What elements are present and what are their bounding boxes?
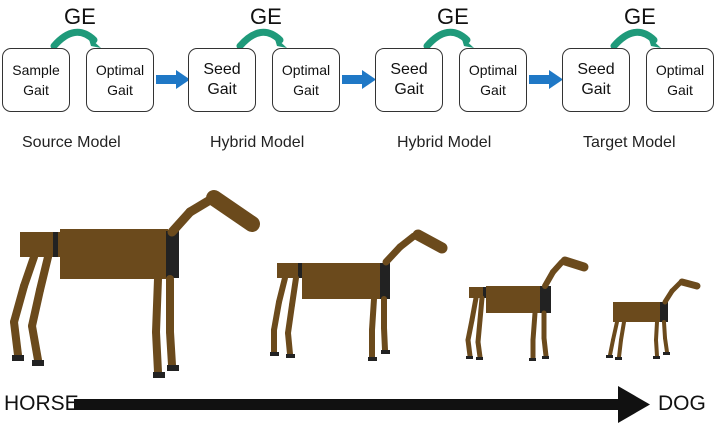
target-model-label: Target Model bbox=[583, 134, 676, 151]
flow-arrow-3 bbox=[529, 70, 563, 89]
sample-gait-box: Sample Gait bbox=[2, 48, 70, 112]
optimal-gait-box-4: Optimal Gait bbox=[646, 48, 714, 112]
source-model-label: Source Model bbox=[22, 134, 121, 151]
seed-gait-box-2: Seed Gait bbox=[375, 48, 443, 112]
box-line: Sample bbox=[12, 62, 60, 78]
hybrid-model-label-2: Hybrid Model bbox=[397, 134, 492, 151]
horse-to-dog-arrow bbox=[74, 386, 650, 423]
ge-label-2: GE bbox=[250, 4, 282, 29]
ge-curve-arrow-4 bbox=[610, 28, 661, 50]
dog-label: DOG bbox=[658, 392, 706, 415]
box-line: Gait bbox=[581, 81, 611, 98]
ge-label-3: GE bbox=[437, 4, 469, 29]
flow-arrow-1 bbox=[156, 70, 190, 89]
box-line: Gait bbox=[480, 82, 506, 98]
ge-label-4: GE bbox=[624, 4, 656, 29]
box-line: Gait bbox=[23, 82, 49, 98]
robot-hybrid-2 bbox=[465, 256, 589, 361]
ge-label-1: GE bbox=[64, 4, 96, 29]
robot-horse bbox=[10, 190, 260, 378]
ge-curve-arrow-2 bbox=[236, 28, 287, 50]
box-line: Seed bbox=[390, 61, 428, 78]
optimal-gait-box-2: Optimal Gait bbox=[272, 48, 340, 112]
box-line: Seed bbox=[577, 61, 615, 78]
box-line: Optimal bbox=[655, 62, 705, 78]
optimal-gait-box-1: Optimal Gait bbox=[86, 48, 154, 112]
box-line: Optimal bbox=[281, 62, 331, 78]
box-line: Gait bbox=[107, 82, 133, 98]
hybrid-model-label-1: Hybrid Model bbox=[210, 134, 305, 151]
robot-dog bbox=[606, 278, 701, 360]
box-line: Gait bbox=[293, 82, 319, 98]
box-line: Gait bbox=[207, 81, 237, 98]
box-line: Gait bbox=[394, 81, 424, 98]
seed-gait-box-3: Seed Gait bbox=[562, 48, 630, 112]
ge-curve-arrow-1 bbox=[50, 28, 101, 50]
box-line: Gait bbox=[667, 82, 693, 98]
box-line: Seed bbox=[203, 61, 241, 78]
flow-arrow-2 bbox=[342, 70, 376, 89]
robot-hybrid-1 bbox=[270, 229, 448, 361]
optimal-gait-box-3: Optimal Gait bbox=[459, 48, 527, 112]
seed-gait-box-1: Seed Gait bbox=[188, 48, 256, 112]
horse-label: HORSE bbox=[4, 392, 79, 415]
box-line: Optimal bbox=[468, 62, 518, 78]
box-line: Optimal bbox=[95, 62, 145, 78]
ge-curve-arrow-3 bbox=[423, 28, 474, 50]
